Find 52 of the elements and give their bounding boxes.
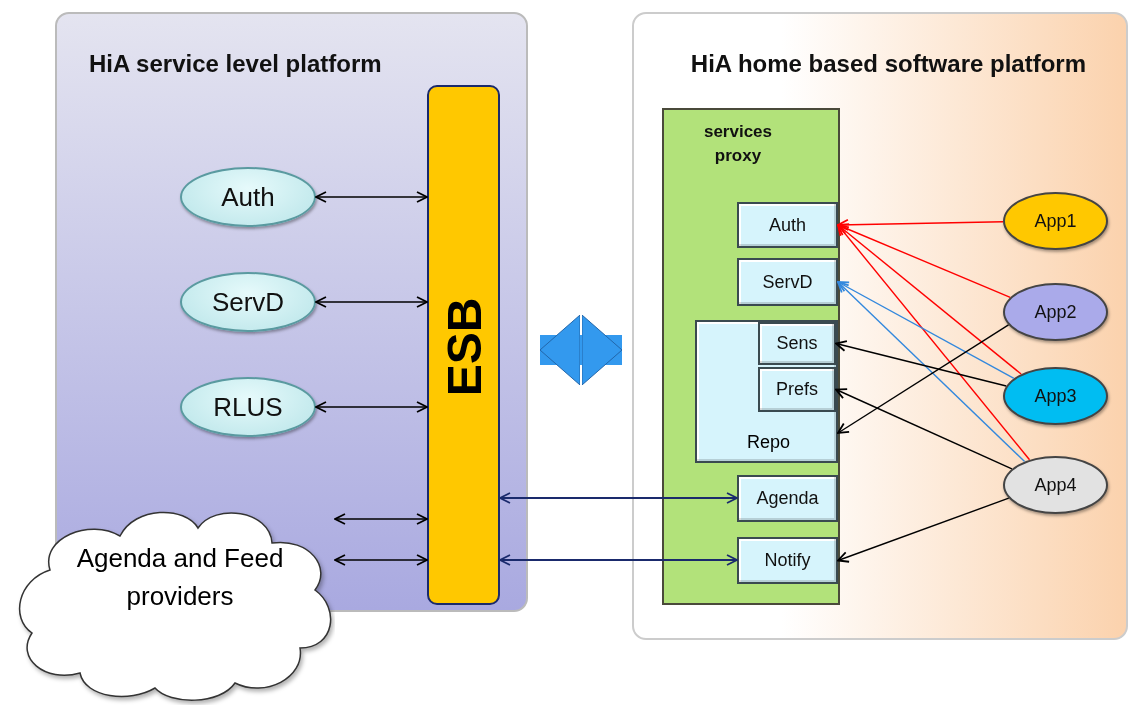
- box-label: Auth: [769, 214, 806, 236]
- ellipse-label: RLUS: [213, 391, 283, 423]
- box-label: Agenda: [756, 488, 819, 509]
- ellipse-label: App1: [1034, 210, 1077, 232]
- arrow: [837, 281, 1026, 463]
- box-label: Repo: [747, 432, 791, 453]
- arrow: [837, 218, 1004, 231]
- arrow: [837, 223, 1011, 298]
- esb-label: ESB: [436, 297, 491, 397]
- arrow: [835, 340, 1007, 387]
- panel-title: HiA service level platform: [89, 49, 383, 79]
- arrow: [334, 554, 428, 566]
- double-block-arrow: [539, 314, 623, 386]
- ellipse-label: App2: [1034, 301, 1077, 323]
- arrow: [315, 191, 428, 203]
- service-box: [737, 475, 838, 522]
- proxy-panel: [662, 108, 840, 605]
- app-ellipse: [1003, 283, 1108, 341]
- arrow: [315, 296, 428, 308]
- service-box: [758, 322, 836, 365]
- arrow: [334, 513, 428, 525]
- service-box: [737, 258, 838, 306]
- esb-bar: [427, 85, 500, 605]
- panel-title: services proxy: [702, 121, 774, 167]
- arrow: [837, 281, 1015, 379]
- arrow: [837, 224, 1031, 461]
- arrow: [837, 224, 1022, 375]
- service-box: [758, 367, 836, 412]
- platform-panel: [632, 12, 1128, 640]
- ellipse-label: App3: [1034, 385, 1077, 407]
- service-box: [737, 537, 838, 584]
- app-ellipse: [1003, 456, 1108, 514]
- ellipse-label: ServD: [211, 286, 285, 318]
- box-label: ServD: [762, 271, 813, 293]
- ellipse-label: Auth: [221, 181, 275, 213]
- box-label: Prefs: [776, 379, 818, 400]
- panel-title: HiA home based software platform: [689, 49, 1086, 79]
- arrow: [837, 324, 1010, 434]
- box-label: Sens: [776, 333, 818, 354]
- arrow: [499, 492, 738, 504]
- app-ellipse: [1003, 192, 1108, 250]
- platform-panel: [55, 12, 528, 612]
- arrow: [837, 497, 1010, 563]
- ellipse-label: App4: [1034, 474, 1077, 496]
- service-box: [737, 202, 838, 248]
- box-label: Notify: [764, 550, 811, 571]
- arrow: [835, 388, 1013, 470]
- cloud-label: Agenda and Feed providers: [75, 542, 285, 613]
- arrow: [315, 401, 428, 413]
- app-ellipse: [1003, 367, 1108, 425]
- repository-box: [695, 320, 838, 463]
- arrow: [499, 554, 738, 566]
